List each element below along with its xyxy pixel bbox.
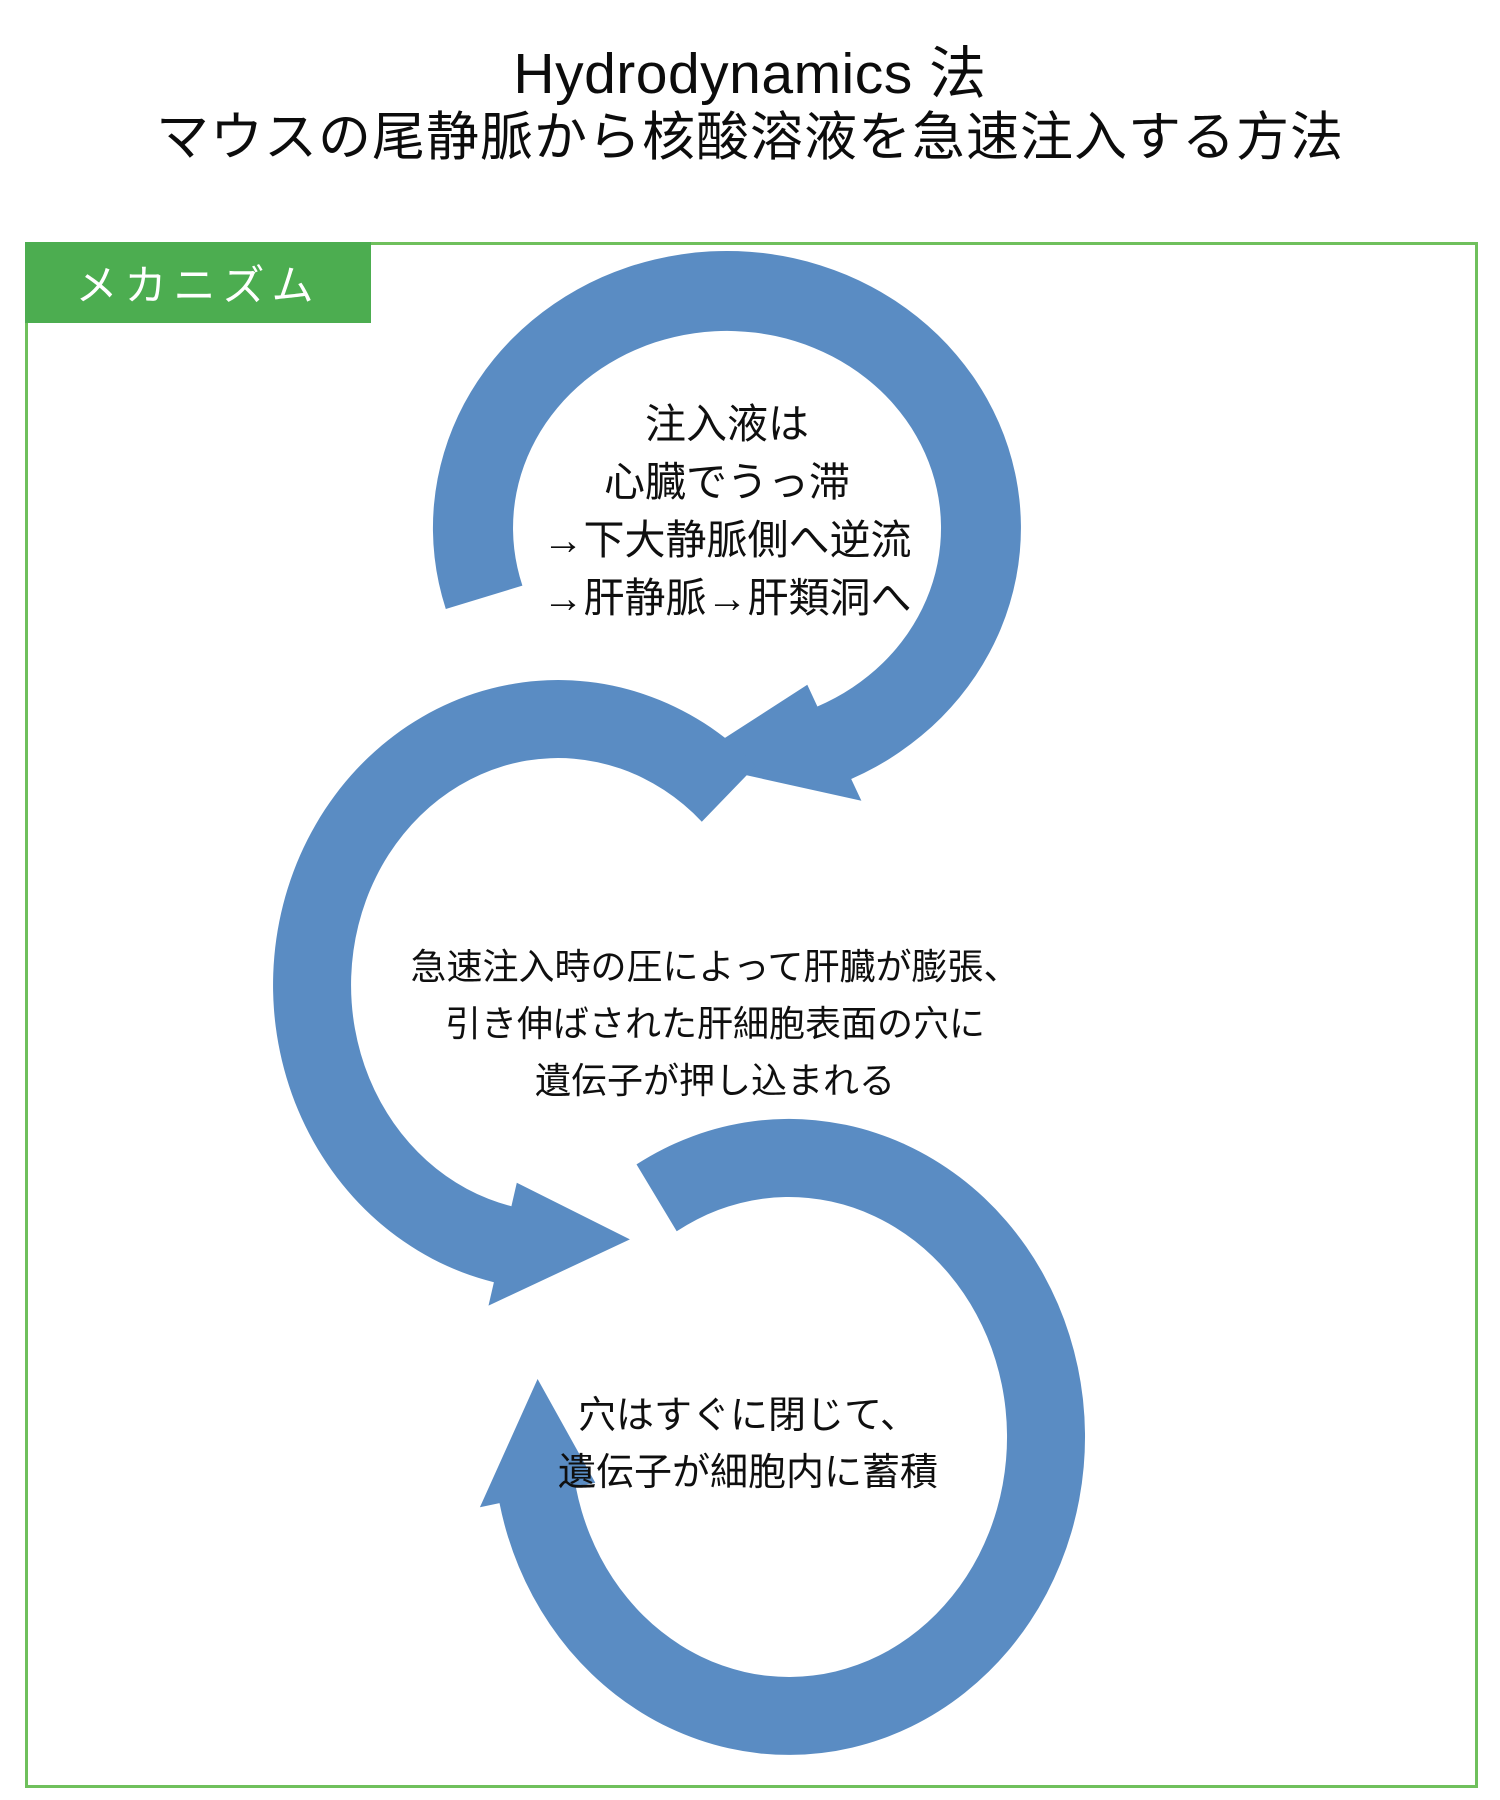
page-subtitle: マウスの尾静脈から核酸溶液を急速注入する方法: [156, 108, 1344, 167]
step-3-line: 遺伝子が細胞内に蓄積: [557, 1452, 938, 1494]
mechanism-panel: [25, 242, 1478, 1788]
step-2-line: 引き伸ばされた肝細胞表面の穴に: [444, 1003, 985, 1044]
step-1-line: 心臓でうっ滞: [604, 459, 850, 505]
mechanism-panel-label: メカニズム: [25, 242, 371, 323]
page-title: Hydrodynamics 法: [513, 42, 987, 106]
step-1-line: 注入液は: [645, 401, 809, 447]
step-2-text: 急速注入時の圧によって肝臓が膨張、 引き伸ばされた肝細胞表面の穴に 遺伝子が押し…: [385, 938, 1045, 1109]
step-1-line: →下大静脈側へ逆流: [542, 517, 912, 563]
step-1-text: 注入液は 心臓でうっ滞 →下大静脈側へ逆流 →肝静脈→肝類洞へ: [397, 395, 1057, 627]
step-2-line: 急速注入時の圧によって肝臓が膨張、: [410, 946, 1020, 987]
step-2-line: 遺伝子が押し込まれる: [534, 1060, 895, 1101]
step-3-line: 穴はすぐに閉じて、: [577, 1395, 919, 1437]
circular-arrow-2-icon: [273, 680, 756, 1306]
step-1-line: →肝静脈→肝類洞へ: [542, 575, 912, 621]
step-3-text: 穴はすぐに閉じて、 遺伝子が細胞内に蓄積: [418, 1388, 1078, 1502]
